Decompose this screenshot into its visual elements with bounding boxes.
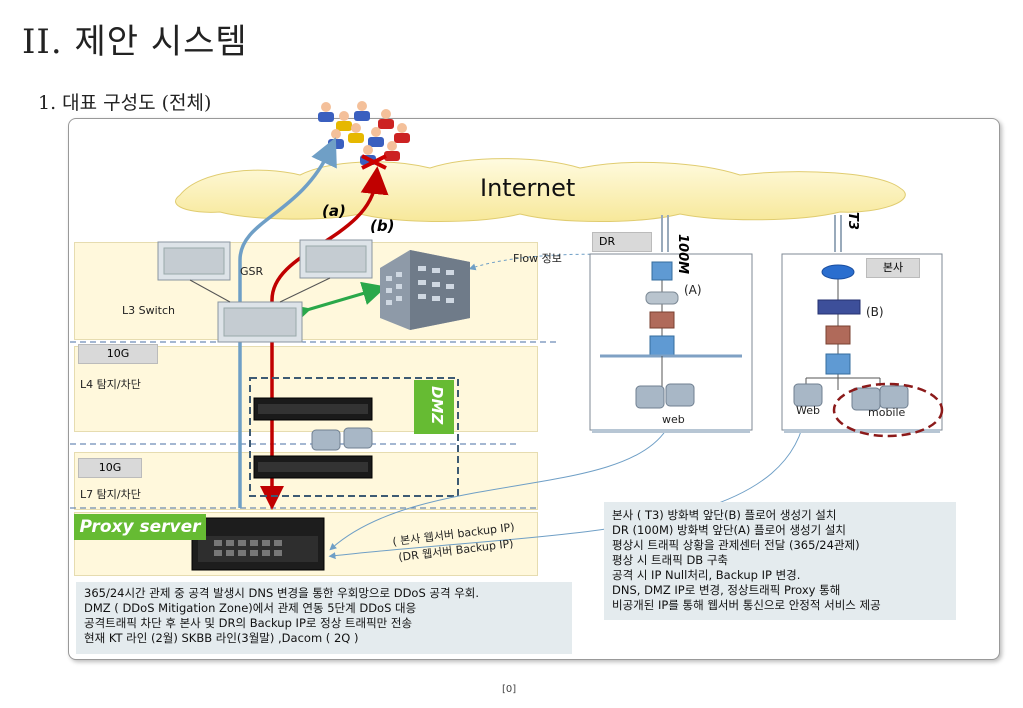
note-left-line: DMZ ( DDoS Mitigation Zone)에서 관제 연동 5단계 … bbox=[84, 601, 417, 615]
note-right-line: DR (100M) 방화벽 앞단(A) 플로어 생성기 설치 bbox=[612, 523, 847, 537]
dr-line-label: 100M bbox=[675, 234, 690, 275]
note-right-line: DNS, DMZ IP로 변경, 정상트래픽 Proxy 통해 bbox=[612, 583, 841, 597]
note-right-line: 공격 시 IP Null처리, Backup IP 변경. bbox=[612, 568, 801, 582]
proxy-server-label: Proxy server bbox=[74, 514, 206, 540]
flow-info-label: Flow 정보 bbox=[513, 252, 562, 265]
l7-label: L7 탐지/차단 bbox=[80, 488, 141, 501]
mobile-highlight-ellipse bbox=[832, 382, 944, 438]
path-a-label: (a) bbox=[322, 202, 346, 220]
hq-web-label: Web bbox=[796, 404, 820, 417]
section-subtitle: 1. 대표 구성도 (전체) bbox=[38, 92, 212, 114]
dr-backup-arrow bbox=[329, 429, 667, 551]
dr-web-label: web bbox=[662, 413, 685, 426]
path-b-label: (b) bbox=[370, 217, 395, 235]
hq-mark: (B) bbox=[866, 305, 884, 319]
note-left-line: 현재 KT 라인 (2월) SKBB 라인(3월말) ,Dacom ( 2Q ) bbox=[84, 631, 359, 645]
hq-mobile-label: mobile bbox=[868, 406, 906, 419]
l4-label: L4 탐지/차단 bbox=[80, 378, 141, 391]
attacker-icons bbox=[318, 101, 410, 170]
dr-mark: (A) bbox=[684, 283, 702, 297]
note-right-line: 비공개된 IP를 통해 웹서버 통신으로 안정적 서비스 제공 bbox=[612, 598, 881, 612]
page-number: [0] bbox=[502, 684, 517, 695]
building-icon bbox=[380, 250, 470, 330]
note-left-line: 365/24시간 관제 중 공격 발생시 DNS 변경을 통한 우회망으로 DD… bbox=[84, 586, 480, 600]
dmz-label: DMZ bbox=[428, 386, 446, 425]
summary-note-right: 본사 ( T3) 방화벽 앞단(B) 플로어 생성기 설치 DR (100M) … bbox=[604, 502, 956, 620]
summary-note-left: 365/24시간 관제 중 공격 발생시 DNS 변경을 통한 우회망으로 DD… bbox=[76, 582, 572, 654]
tag-10g-l7: 10G bbox=[78, 458, 142, 478]
note-left-line: 공격트래픽 차단 후 본사 및 DR의 Backup IP로 정상 트래픽만 전… bbox=[84, 616, 413, 630]
note-right-line: 평상시 트래픽 상황을 관제센터 전달 (365/24관제) bbox=[612, 538, 860, 552]
dmz-tag: DMZ bbox=[414, 380, 454, 434]
hq-title: 본사 bbox=[866, 258, 920, 278]
note-right-line: 평상 시 트래픽 DB 구축 bbox=[612, 553, 729, 567]
dr-title: DR bbox=[592, 232, 652, 252]
tag-10g-l4: 10G bbox=[78, 344, 158, 364]
l3-switch-label: L3 Switch bbox=[122, 304, 175, 317]
path-a-arrow bbox=[238, 137, 337, 508]
internet-label: Internet bbox=[480, 174, 576, 202]
gsr-label: GSR bbox=[240, 265, 264, 278]
note-right-line: 본사 ( T3) 방화벽 앞단(B) 플로어 생성기 설치 bbox=[612, 508, 837, 522]
hq-line-label: T3 bbox=[845, 212, 860, 230]
page-title: II. 제안 시스템 bbox=[22, 22, 248, 62]
